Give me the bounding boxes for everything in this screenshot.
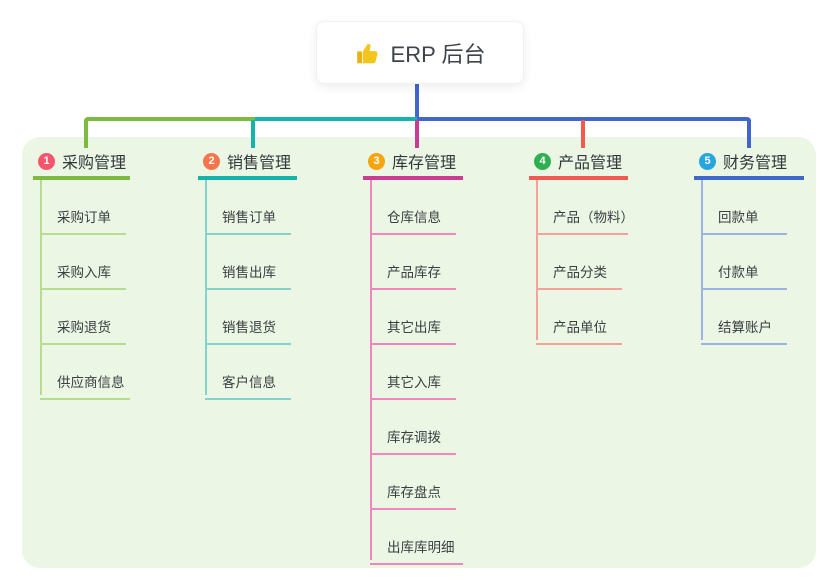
branch-purchase-management: 1 采购管理 采购订单 采购入库 采购退货 供应商信息	[33, 146, 130, 400]
branch-label: 销售管理	[227, 155, 292, 172]
branch-rail-sales	[255, 117, 417, 121]
drop-line-product	[581, 120, 585, 148]
branch-rail-purchase	[84, 117, 255, 121]
badge-number-1: 1	[38, 152, 55, 170]
root-node-label: ERP 后台	[390, 41, 486, 67]
child-node[interactable]: 仓库信息	[370, 206, 456, 235]
child-node[interactable]: 产品（物料）	[536, 206, 634, 235]
branch-label: 库存管理	[392, 155, 457, 172]
child-node[interactable]: 出库库明细	[370, 536, 463, 565]
child-node[interactable]: 产品单位	[536, 316, 622, 345]
badge-number-5: 5	[699, 152, 716, 170]
children-spine-line	[40, 180, 42, 395]
branch-children: 回款单 付款单 结算账户	[701, 180, 804, 345]
badge-number-2: 2	[203, 152, 220, 170]
child-node[interactable]: 其它出库	[370, 316, 456, 345]
badge-number-4: 4	[534, 152, 551, 170]
branch-finance-management: 5 财务管理 回款单 付款单 结算账户	[694, 146, 804, 345]
branch-product-management: 4 产品管理 产品（物料） 产品分类 产品单位	[529, 146, 634, 345]
child-node[interactable]: 供应商信息	[40, 371, 130, 400]
children-spine-line	[536, 180, 538, 340]
child-node[interactable]: 销售订单	[205, 206, 291, 235]
branch-header-purchase[interactable]: 1 采购管理	[33, 146, 130, 180]
branch-header-sales[interactable]: 2 销售管理	[198, 146, 297, 180]
root-node-erp-backend[interactable]: ERP 后台	[316, 21, 524, 84]
branch-rail-right	[417, 117, 751, 121]
child-node[interactable]: 销售退货	[205, 316, 291, 345]
badge-number-3: 3	[368, 152, 385, 170]
child-node[interactable]: 产品库存	[370, 261, 456, 290]
child-node[interactable]: 其它入库	[370, 371, 456, 400]
drop-line-inventory	[415, 120, 419, 148]
child-node[interactable]: 回款单	[701, 206, 787, 235]
children-spine-line	[205, 180, 207, 395]
branch-label: 产品管理	[558, 155, 623, 172]
root-stem-line	[415, 82, 419, 121]
thumbs-up-icon	[356, 43, 378, 63]
mindmap-background-panel	[22, 137, 816, 568]
drop-line-sales	[251, 120, 255, 148]
branch-children: 销售订单 销售出库 销售退货 客户信息	[205, 180, 297, 400]
child-node[interactable]: 客户信息	[205, 371, 291, 400]
drop-line-purchase	[84, 120, 88, 148]
branch-sales-management: 2 销售管理 销售订单 销售出库 销售退货 客户信息	[198, 146, 297, 400]
branch-label: 采购管理	[62, 155, 127, 172]
branch-inventory-management: 3 库存管理 仓库信息 产品库存 其它出库 其它入库 库存调拨 库存盘点 出库库…	[363, 146, 463, 565]
branch-children: 采购订单 采购入库 采购退货 供应商信息	[40, 180, 130, 400]
branch-header-inventory[interactable]: 3 库存管理	[363, 146, 463, 180]
child-node[interactable]: 产品分类	[536, 261, 622, 290]
branch-children: 仓库信息 产品库存 其它出库 其它入库 库存调拨 库存盘点 出库库明细	[370, 180, 463, 565]
drop-line-finance	[747, 120, 751, 148]
child-node[interactable]: 付款单	[701, 261, 787, 290]
branch-header-product[interactable]: 4 产品管理	[529, 146, 628, 180]
child-node[interactable]: 库存盘点	[370, 481, 456, 510]
child-node[interactable]: 库存调拨	[370, 426, 456, 455]
branch-label: 财务管理	[723, 155, 788, 172]
child-node[interactable]: 采购入库	[40, 261, 126, 290]
branch-header-finance[interactable]: 5 财务管理	[694, 146, 804, 180]
child-node[interactable]: 销售出库	[205, 261, 291, 290]
child-node[interactable]: 采购订单	[40, 206, 126, 235]
children-spine-line	[701, 180, 703, 340]
branch-children: 产品（物料） 产品分类 产品单位	[536, 180, 634, 345]
child-node[interactable]: 结算账户	[701, 316, 787, 345]
child-node[interactable]: 采购退货	[40, 316, 126, 345]
children-spine-line	[370, 180, 372, 560]
